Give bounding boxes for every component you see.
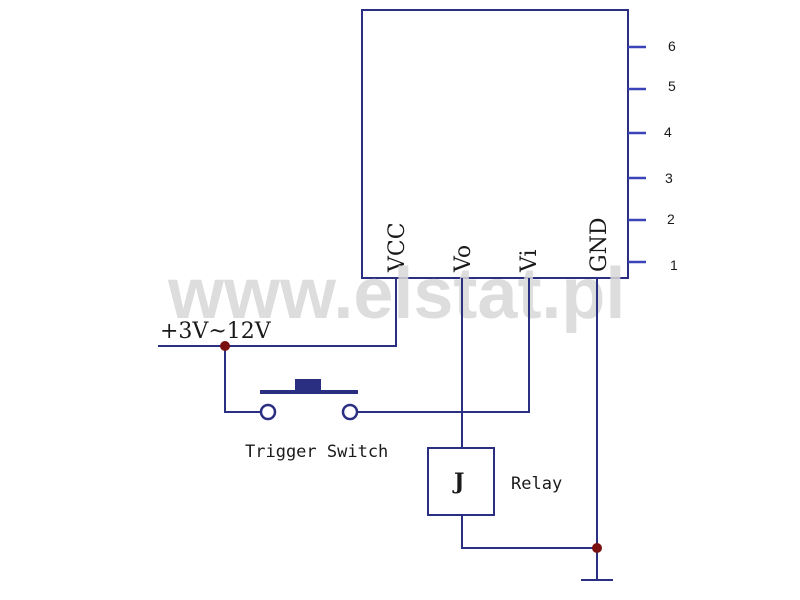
- trigger-switch: [259, 379, 359, 421]
- pin-label-vi: Vi: [517, 249, 542, 273]
- relay-symbol: J: [452, 469, 464, 495]
- switch-label: Trigger Switch: [245, 442, 388, 462]
- pin-number-1: 1: [670, 257, 678, 273]
- pin-number-5: 5: [668, 78, 676, 94]
- pin-number-6: 6: [668, 38, 676, 54]
- relay-box: [427, 447, 495, 516]
- pin-label-vcc: VCC: [385, 222, 410, 273]
- pin-number-4: 4: [664, 124, 672, 140]
- pin-label-vo: Vo: [451, 245, 476, 273]
- junction-node-supply: [220, 341, 230, 351]
- junction-node-ground: [592, 543, 602, 553]
- wires: [158, 278, 613, 581]
- supply-label: +3V~12V: [160, 319, 272, 344]
- pin-label-gnd: GND: [587, 218, 612, 272]
- module-box: [361, 9, 629, 279]
- module-pins: [628, 45, 646, 264]
- relay-label: Relay: [511, 474, 562, 494]
- pin-number-3: 3: [665, 170, 673, 186]
- pin-number-2: 2: [667, 211, 675, 227]
